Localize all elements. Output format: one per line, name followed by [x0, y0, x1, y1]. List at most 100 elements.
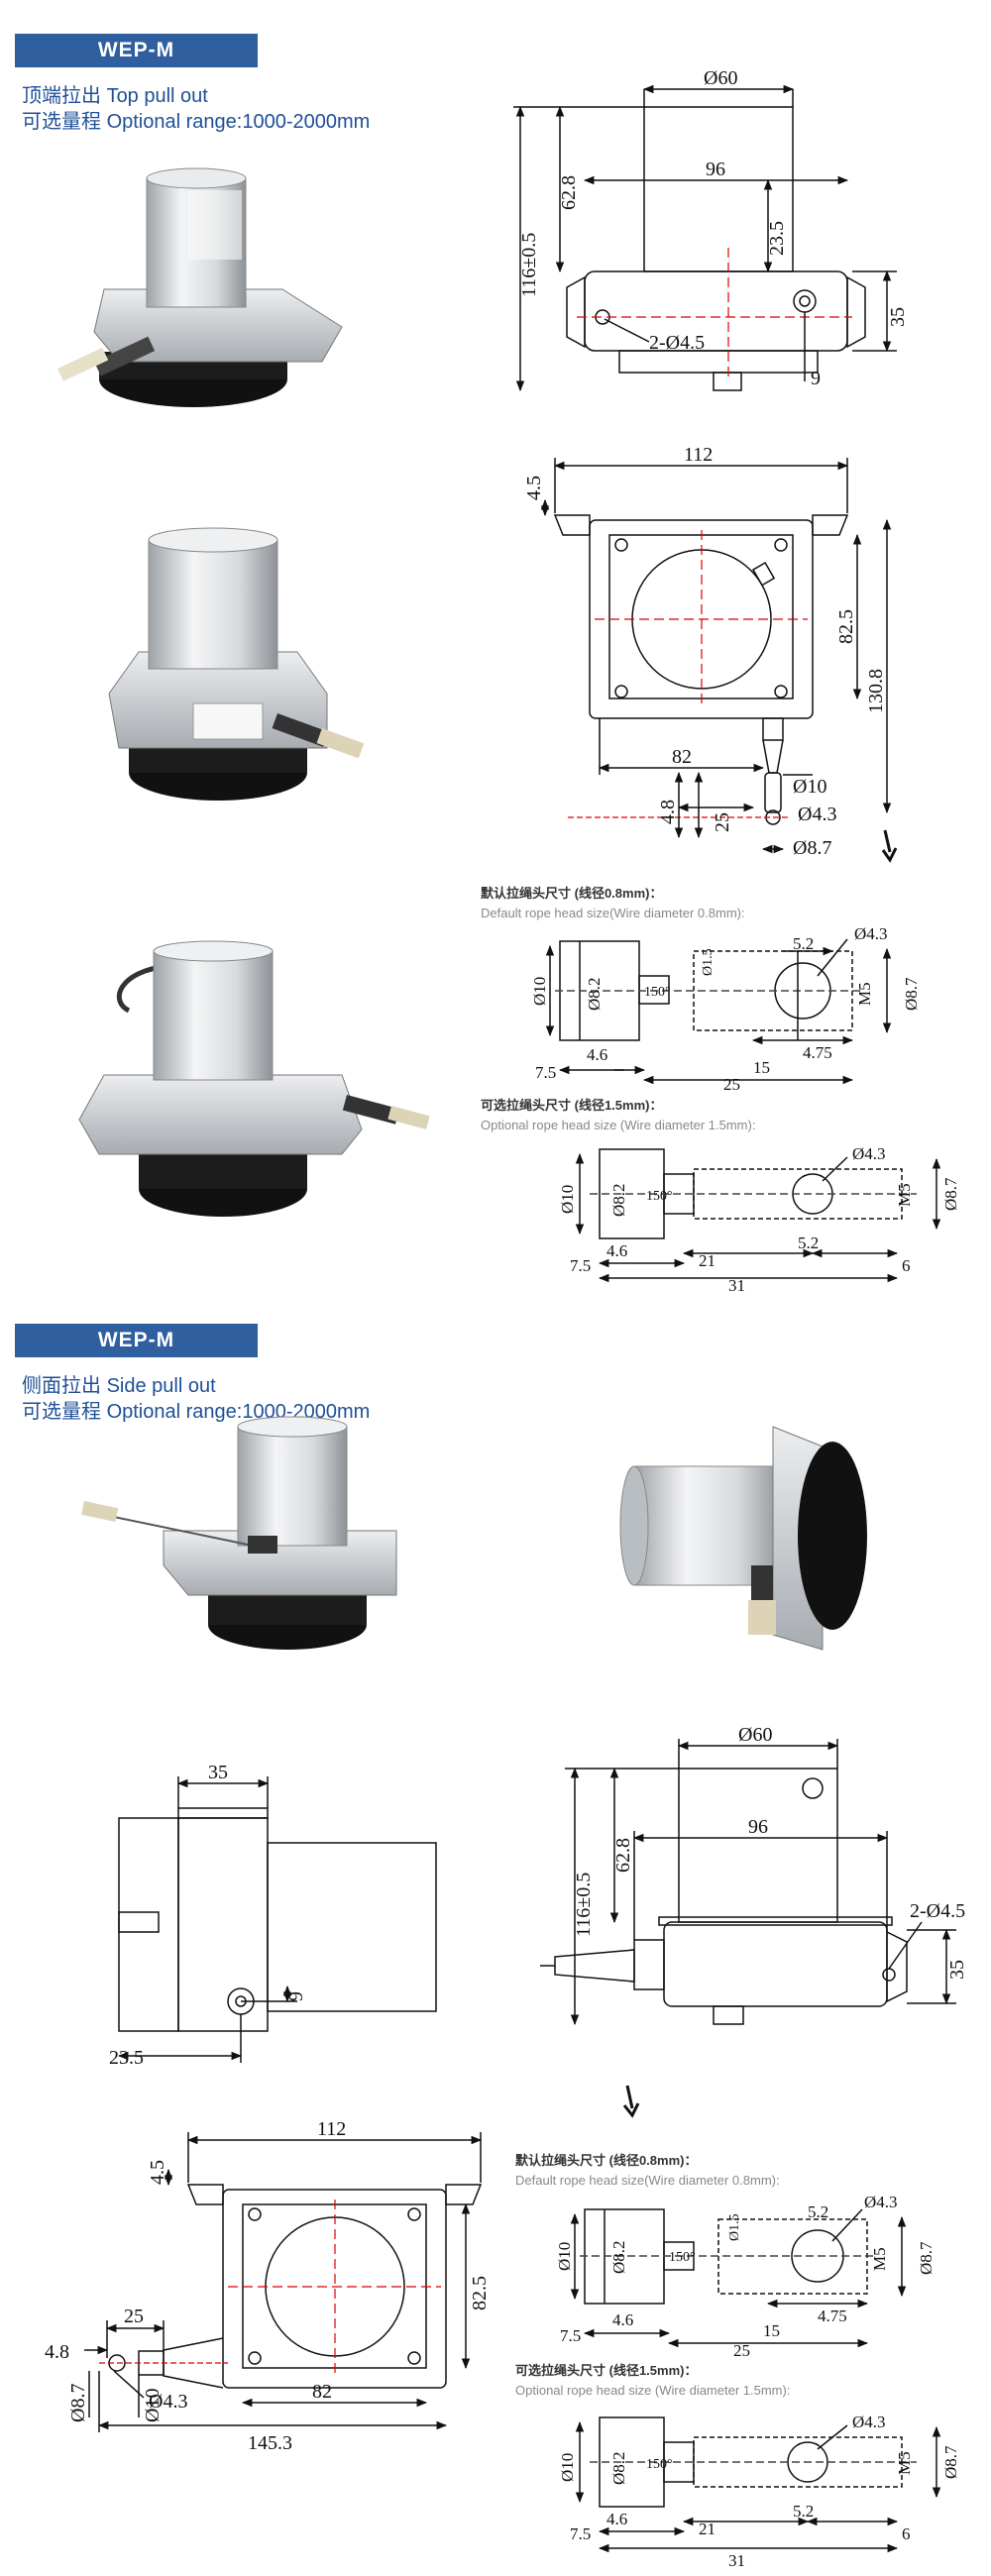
- dim-dia10: Ø10: [793, 776, 826, 798]
- rope-dim-dia10: Ø10: [530, 977, 549, 1006]
- dim-145-3: 145.3: [248, 2432, 292, 2454]
- rope-opt-dim-7-5: 7.5: [570, 1256, 591, 1275]
- rope2-dim-4-6: 4.6: [612, 2310, 633, 2329]
- dim-116: 116±0.5: [518, 233, 540, 297]
- side-front-drawing: [84, 2132, 483, 2432]
- rope-opt-dim-6: 6: [902, 1256, 911, 1275]
- rope-opt-dim-31: 31: [728, 1276, 745, 1295]
- rope2-opt-dim-21: 21: [699, 2520, 716, 2538]
- rope-opt-dim-dia4-3: Ø4.3: [852, 1144, 886, 1163]
- dim-25: 25: [124, 2306, 144, 2327]
- dim-4-8: 4.8: [657, 800, 679, 824]
- section2-subtitle: 侧面拉出 Side pull out: [22, 1369, 216, 1398]
- rope-opt-dim-150deg: 150°: [646, 1189, 673, 1204]
- rope2-opt-dim-5-2: 5.2: [793, 2502, 814, 2521]
- rope2-opt-dim-m5: M5: [895, 2451, 914, 2475]
- rope-dim-25: 25: [723, 1075, 740, 1094]
- rope2-dim-4-75: 4.75: [818, 2307, 847, 2325]
- dim-130-8: 130.8: [865, 669, 887, 713]
- dim-82-5: 82.5: [469, 2276, 491, 2310]
- rope-head-default-2: 默认拉绳头尺寸 (线径0.8mm)： Default rope head siz…: [515, 2153, 936, 2360]
- rope-opt-dim-5-2: 5.2: [798, 1234, 819, 1252]
- rope2-dim-15: 15: [763, 2321, 780, 2340]
- dim-9: 9: [811, 368, 821, 389]
- dim-2-dia4-5: 2-Ø4.5: [910, 1900, 965, 1922]
- rope2-dim-150deg: 150°: [669, 2250, 696, 2265]
- rope2-opt-dim-6: 6: [902, 2524, 911, 2543]
- rope-head-optional-1: 可选拉绳头尺寸 (线径1.5mm)： Optional rope head si…: [481, 1098, 960, 1295]
- dim-23-5: 23.5: [109, 2047, 144, 2069]
- dim-96: 96: [748, 1816, 768, 1838]
- rope2-opt-dim-dia8-2: Ø8.2: [609, 2451, 628, 2485]
- rope-opt-dim-21: 21: [699, 1251, 716, 1270]
- side-left-dim-labels: 35 9 23.5: [109, 1762, 307, 2069]
- side-left-drawing: [117, 1776, 437, 2063]
- rope-head-optional-2: 可选拉绳头尺寸 (线径1.5mm)： Optional rope head si…: [515, 2363, 960, 2570]
- rope2-dim-dia8-2: Ø8.2: [609, 2240, 628, 2274]
- product-photo-5: [619, 1426, 867, 1651]
- rope-dim-4-6: 4.6: [587, 1045, 607, 1064]
- range-zh: 可选量程: [22, 111, 101, 133]
- rope2-opt-dim-dia8-7: Ø8.7: [941, 2445, 960, 2479]
- rope2-opt-dim-31: 31: [728, 2551, 745, 2570]
- rope-optional-2-title-zh: 可选拉绳头尺寸 (线径1.5mm)：: [515, 2363, 697, 2378]
- rope-default-title-en: Default rope head size(Wire diameter 0.8…: [481, 906, 745, 920]
- rope2-dim-dia4-3: Ø4.3: [864, 2193, 898, 2211]
- rope-dim-4-75: 4.75: [803, 1043, 832, 1062]
- dim-dia60: Ø60: [704, 67, 737, 89]
- rope-dim-dia1-5: Ø1.5: [701, 948, 716, 976]
- rope-opt-dim-dia10: Ø10: [558, 1185, 577, 1214]
- dim-96: 96: [706, 159, 725, 180]
- side-right-dim-labels: Ø60 96 62.8 116±0.5 2-Ø4.5 35: [573, 1724, 968, 1980]
- front-view-drawing: [540, 458, 898, 863]
- rope-default-2-title-zh: 默认拉绳头尺寸 (线径0.8mm)：: [515, 2153, 697, 2168]
- side-front-dim-labels: 112 4.5 82.5 25 4.8 Ø8.7 Ø10 Ø4.3 82 145…: [45, 2118, 491, 2454]
- product-photo-3: [78, 940, 430, 1217]
- section1-badge: WEP-M: [15, 34, 258, 67]
- dim-35: 35: [946, 1960, 968, 1980]
- rope2-opt-dim-dia10: Ø10: [558, 2453, 577, 2482]
- dim-dia4-3: Ø4.3: [149, 2391, 187, 2413]
- dim-82-5: 82.5: [835, 609, 857, 644]
- rope-head-default-1: 默认拉绳头尺寸 (线径0.8mm)： Default rope head siz…: [481, 886, 921, 1094]
- rope2-dim-7-5: 7.5: [560, 2326, 581, 2345]
- subtitle-zh: 侧面拉出: [22, 1375, 101, 1397]
- dim-4-5: 4.5: [523, 476, 545, 500]
- section2-badge: WEP-M: [15, 1324, 258, 1357]
- rope2-dim-m5: M5: [870, 2247, 889, 2271]
- dim-dia8-7: Ø8.7: [67, 2384, 89, 2422]
- dim-112: 112: [317, 2118, 346, 2140]
- dim-82: 82: [312, 2381, 332, 2403]
- rope-dim-5-2: 5.2: [793, 934, 814, 953]
- subtitle-en: Top pull out: [106, 85, 208, 107]
- rope-opt-dim-dia8-2: Ø8.2: [609, 1183, 628, 1217]
- dim-2-dia4-5: 2-Ø4.5: [649, 332, 705, 354]
- dim-4-5: 4.5: [147, 2160, 168, 2185]
- rope-dim-dia8-7: Ø8.7: [902, 977, 921, 1011]
- section1-range: 可选量程 Optional range:1000-2000mm: [22, 105, 370, 134]
- rope2-opt-dim-dia4-3: Ø4.3: [852, 2413, 886, 2431]
- rope2-opt-dim-7-5: 7.5: [570, 2524, 591, 2543]
- side-right-drawing: [540, 1739, 956, 2118]
- top-view-drawing: [513, 84, 897, 392]
- range-en: Optional range:1000-2000mm: [106, 111, 371, 133]
- rope2-opt-dim-150deg: 150°: [646, 2457, 673, 2472]
- rope-opt-dim-4-6: 4.6: [606, 1241, 627, 1260]
- dim-4-8: 4.8: [45, 2341, 69, 2363]
- dim-62-8: 62.8: [558, 175, 580, 210]
- rope-dim-m5: M5: [855, 982, 874, 1006]
- front-view-dim-labels: 112 4.5 82.5 130.8 82 4.8 25 Ø10 Ø4.3 Ø8…: [523, 444, 887, 859]
- top-view-dim-labels: Ø60 96 62.8 116±0.5 23.5 2-Ø4.5 35 9: [518, 67, 909, 389]
- rope-optional-title-zh: 可选拉绳头尺寸 (线径1.5mm)：: [481, 1098, 662, 1113]
- dim-35: 35: [887, 307, 909, 327]
- rope-dim-dia4-3: Ø4.3: [854, 924, 888, 943]
- rope-optional-title-en: Optional rope head size (Wire diameter 1…: [481, 1118, 755, 1132]
- product-photo-2: [108, 527, 365, 801]
- dim-35: 35: [208, 1762, 228, 1783]
- rope-dim-150deg: 150°: [644, 985, 671, 1000]
- rope2-opt-dim-4-6: 4.6: [606, 2510, 627, 2528]
- rope2-dim-dia1-5: Ø1.5: [727, 2213, 742, 2241]
- product-photo-1: [57, 167, 343, 407]
- rope2-dim-5-2: 5.2: [808, 2202, 828, 2221]
